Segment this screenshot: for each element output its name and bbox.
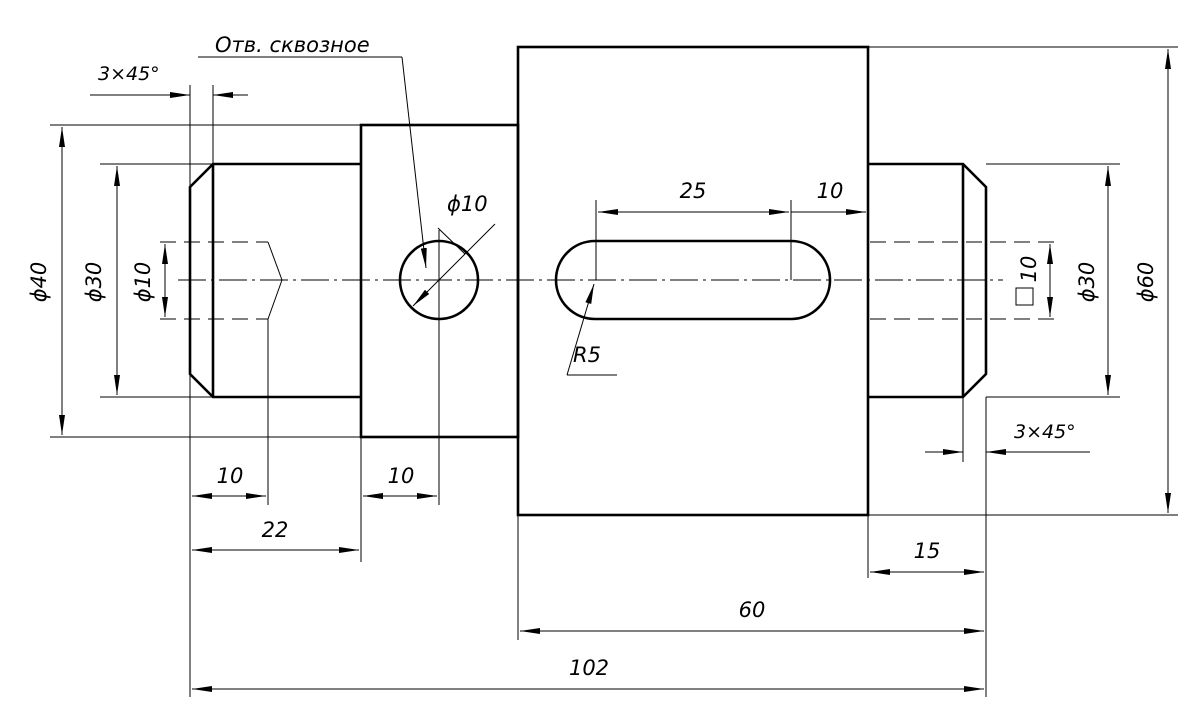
length-10-bore-label: 10 (217, 464, 244, 488)
labels: Отв. сквозное 3×45° 3×45° ϕ40 ϕ30 ϕ10 10… (27, 33, 1158, 680)
through-hole-note: Отв. сквозное (215, 33, 370, 57)
part-outline (188, 45, 988, 517)
length-60-label: 60 (739, 598, 766, 622)
left-chamfer-label: 3×45° (98, 63, 160, 85)
main-body (516, 45, 870, 517)
diameter-60-label: ϕ60 (1134, 262, 1158, 303)
length-102-label: 102 (569, 656, 609, 680)
diameter-30-left-label: ϕ30 (82, 262, 106, 303)
slot-offset-10-label: 10 (817, 179, 844, 203)
square-symbol (1015, 287, 1034, 306)
slot-radius-label: R5 (573, 343, 601, 367)
diameter-30-right-label: ϕ30 (1075, 262, 1099, 303)
right-shaft (868, 162, 988, 399)
length-22-label: 22 (262, 518, 289, 542)
diameter-10-left-label: ϕ10 (131, 262, 155, 303)
center-lines (178, 230, 1003, 505)
extension-lines (50, 46, 1178, 697)
slot-length-25-label: 25 (680, 179, 707, 203)
length-15-label: 15 (914, 539, 941, 563)
right-chamfer-label: 3×45° (1014, 421, 1076, 443)
square-size-label: 10 (1017, 256, 1041, 283)
length-10-hole-label: 10 (388, 464, 415, 488)
dimension-lines (59, 49, 1171, 692)
hole-diameter-label: ϕ10 (447, 192, 488, 216)
diameter-40-label: ϕ40 (27, 262, 51, 303)
hidden-lines (160, 241, 1058, 320)
